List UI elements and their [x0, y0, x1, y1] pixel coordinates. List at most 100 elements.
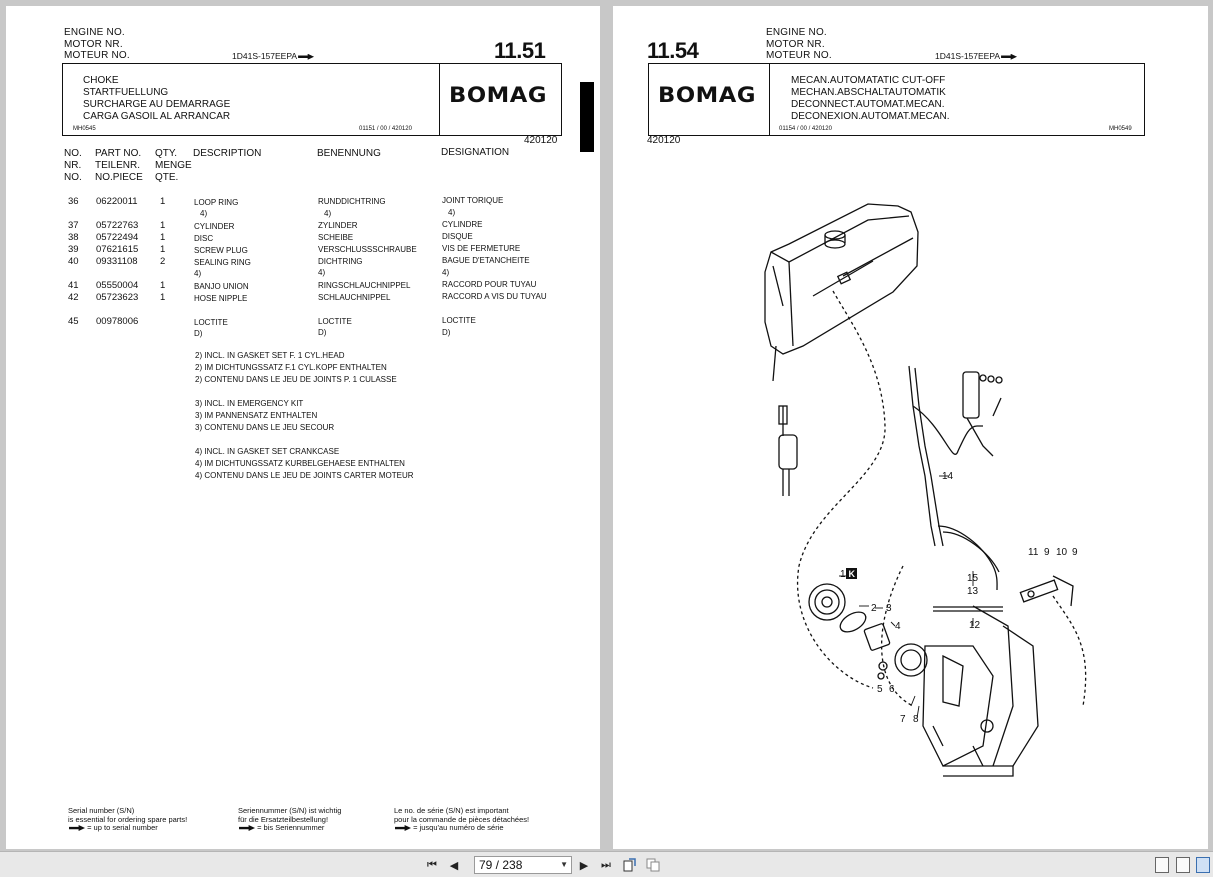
note-line: 3) INCL. IN EMERGENCY KIT [195, 399, 304, 408]
footer-en: Serial number (S/N) is essential for ord… [68, 806, 187, 833]
row-part: 05550004 [96, 280, 139, 291]
note-line: 4) CONTENU DANS LE JEU DE JOINTS CARTER … [195, 471, 414, 480]
pump-assembly [808, 583, 1039, 777]
prev-page-icon[interactable]: ◀ [449, 859, 459, 872]
engine-label-fr: MOTEUR NO. [64, 50, 130, 61]
note-line: 2) INCL. IN GASKET SET F. 1 CYL.HEAD [195, 351, 345, 360]
row-desc: DISC [194, 234, 214, 243]
row-footnote: 4) [324, 209, 332, 218]
row-ben: RINGSCHLAUCHNIPPEL [318, 281, 411, 290]
callout-1: 1 [840, 569, 846, 580]
callout-9: 9 [1044, 547, 1050, 558]
next-page-icon[interactable]: ▶ [579, 859, 589, 872]
note-line: 2) CONTENU DANS LE JEU DE JOINTS P. 1 CU… [195, 375, 397, 384]
col-label: NR. [64, 160, 82, 171]
row-desc: HOSE NIPPLE [194, 294, 248, 303]
footer-fr: Le no. de série (S/N) est important pour… [394, 806, 529, 833]
row-qty: 1 [160, 232, 166, 243]
kit-badge-label: K [849, 569, 856, 579]
row-no: 37 [68, 220, 79, 231]
copy-icon[interactable] [645, 857, 661, 873]
row-no: 45 [68, 316, 79, 327]
kit-badge [846, 568, 857, 579]
facing-icon[interactable] [1196, 857, 1210, 873]
col-label: NO.PIECE [95, 172, 143, 183]
engine-labels: ENGINE NO. MOTOR NR. MOTEUR NO. [766, 27, 832, 62]
footer-line: = bis Seriennummer [257, 823, 325, 832]
single-page-icon[interactable] [1155, 857, 1169, 873]
callout-9: 9 [1072, 547, 1078, 558]
footer-line: Serial number (S/N) [68, 806, 135, 815]
callout-2: 2 [871, 603, 877, 614]
row-footnote: D) [318, 328, 327, 337]
col-designation-header: DESIGNATION [441, 147, 510, 158]
title-line: MECHAN.ABSCHALTAUTOMATIK [791, 87, 946, 98]
callout-7: 7 [900, 714, 906, 725]
page-number: 11.51 [494, 38, 546, 63]
box-divider [439, 64, 440, 135]
left-page: ENGINE NO. MOTOR NR. MOTEUR NO. 1D41S-15… [6, 6, 600, 849]
bomag-logo: BOMAG [658, 83, 757, 107]
row-footnote: 4) [448, 208, 456, 217]
doc-code: 01154 / 00 / 420120 [779, 126, 832, 132]
row-ben: SCHLAUCHNIPPEL [318, 293, 391, 302]
row-des: VIS DE FERMETURE [442, 244, 521, 253]
row-qty: 1 [160, 196, 166, 207]
callouts: 14 11 9 10 9 15 13 12 1 K 2 3 4 5 6 7 8 [840, 471, 1078, 725]
note-line: 4) INCL. IN GASKET SET CRANKCASE [195, 447, 340, 456]
serial-number: 1D41S-157EEPA [935, 51, 1018, 61]
title-line: STARTFUELLUNG [83, 87, 169, 98]
row-des: RACCORD POUR TUYAU [442, 280, 537, 289]
injector-assembly [962, 371, 1003, 457]
row-qty: 2 [160, 256, 166, 267]
row-ben: ZYLINDER [318, 221, 358, 230]
copy-glyph [646, 858, 660, 872]
row-ben: SCHEIBE [318, 233, 354, 242]
shutoff-valve [1019, 575, 1074, 607]
callout-4: 4 [895, 621, 901, 632]
col-qty-header: QTY. MENGE QTE. [155, 148, 192, 184]
page-indicator-text: 79 / 238 [479, 858, 523, 872]
row-qty: 1 [160, 244, 166, 255]
page-number-input[interactable]: 79 / 238 ▼ [474, 856, 572, 874]
row-des: LOCTITE [442, 316, 476, 325]
rotate-icon[interactable] [622, 857, 638, 873]
engine-label-en: ENGINE NO. [64, 27, 125, 38]
box-divider [769, 64, 770, 135]
first-page-icon[interactable]: ⏮ [427, 858, 437, 871]
viewer-toolbar: ⏮ ◀ 79 / 238 ▼ ▶ ⏭ [0, 851, 1213, 877]
engine-label-fr: MOTEUR NO. [766, 50, 832, 61]
continuous-icon[interactable] [1176, 857, 1190, 873]
serial-text: 1D41S-157EEPA [935, 51, 1001, 61]
col-label: QTY. [155, 148, 178, 159]
rotate-glyph [623, 858, 636, 872]
col-part-header: PART NO. TEILENR. NO.PIECE [95, 148, 143, 184]
callout-10: 10 [1056, 547, 1068, 558]
engine-labels: ENGINE NO. MOTOR NR. MOTEUR NO. [64, 27, 130, 62]
callout-5: 5 [877, 684, 883, 695]
row-desc: SEALING RING [194, 258, 251, 267]
row-part: 00978006 [96, 316, 139, 327]
arrow-icon [298, 53, 315, 60]
row-no: 38 [68, 232, 79, 243]
row-des: RACCORD A VIS DU TUYAU [442, 292, 547, 301]
footer-line: = jusqu'au numéro de série [413, 823, 504, 832]
note-line: 2) IM DICHTUNGSSATZ F.1 CYL.KOPF ENTHALT… [195, 363, 387, 372]
row-des: JOINT TORIQUE [442, 196, 504, 205]
engine-label-de: MOTOR NR. [766, 38, 825, 50]
chevron-down-icon[interactable]: ▼ [560, 860, 568, 869]
serial-number: 1D41S-157EEPA [232, 51, 315, 61]
last-page-icon[interactable]: ⏭ [601, 858, 611, 871]
row-footnote: D) [194, 329, 203, 338]
row-part: 05722763 [96, 220, 139, 231]
row-footnote: 4) [318, 268, 326, 277]
arrow-icon [395, 825, 411, 832]
row-ben: VERSCHLUSSSCHRAUBE [318, 245, 417, 254]
row-qty: 1 [160, 292, 166, 303]
title-block: CHOKE STARTFUELLUNG SURCHARGE AU DEMARRA… [83, 75, 230, 123]
footer-line: = up to serial number [87, 823, 158, 832]
bomag-logo: BOMAG [449, 83, 548, 107]
row-desc: SCREW PLUG [194, 246, 248, 255]
arrow-icon [69, 825, 85, 832]
arrow-icon [1001, 53, 1018, 60]
